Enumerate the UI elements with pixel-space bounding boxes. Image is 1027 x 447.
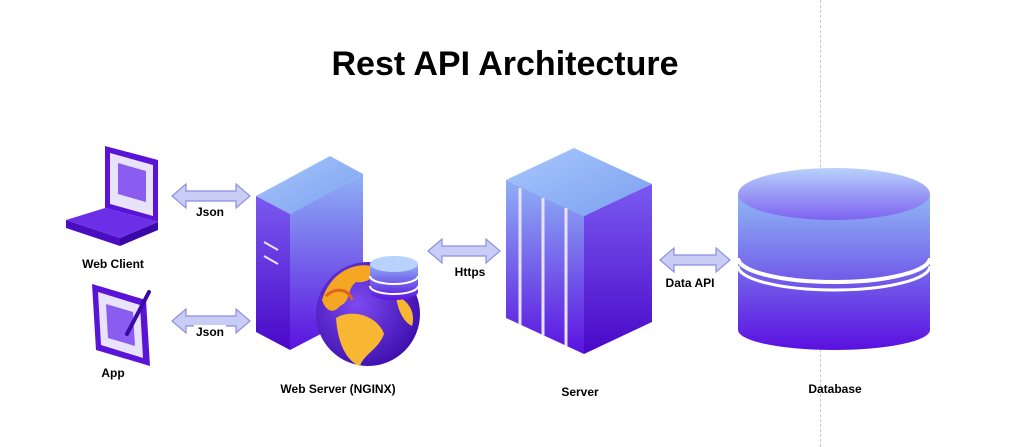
- node-label-database: Database: [808, 382, 862, 396]
- connection-label-data-api: Data API: [663, 276, 717, 290]
- arrow-app-web-server: [171, 307, 251, 335]
- diagram-title: Rest API Architecture: [331, 45, 679, 83]
- database-icon: [736, 168, 932, 350]
- arrow-server-database: [659, 246, 731, 274]
- arrow-web-client-web-server: [171, 182, 251, 210]
- node-label-web-client: Web Client: [82, 257, 144, 271]
- server-icon: [506, 148, 652, 354]
- node-label-web-server: Web Server (NGINX): [280, 382, 396, 396]
- connection-label-json-web: Json: [193, 205, 227, 219]
- arrow-web-server-server: [427, 237, 501, 265]
- node-label-app: App: [101, 366, 125, 380]
- connection-label-https: Https: [452, 265, 488, 279]
- tablet-icon: [92, 284, 151, 366]
- node-label-server: Server: [561, 385, 599, 399]
- laptop-icon: [66, 146, 158, 246]
- connection-label-json-app: Json: [193, 325, 227, 339]
- database-badge-icon: [369, 256, 419, 300]
